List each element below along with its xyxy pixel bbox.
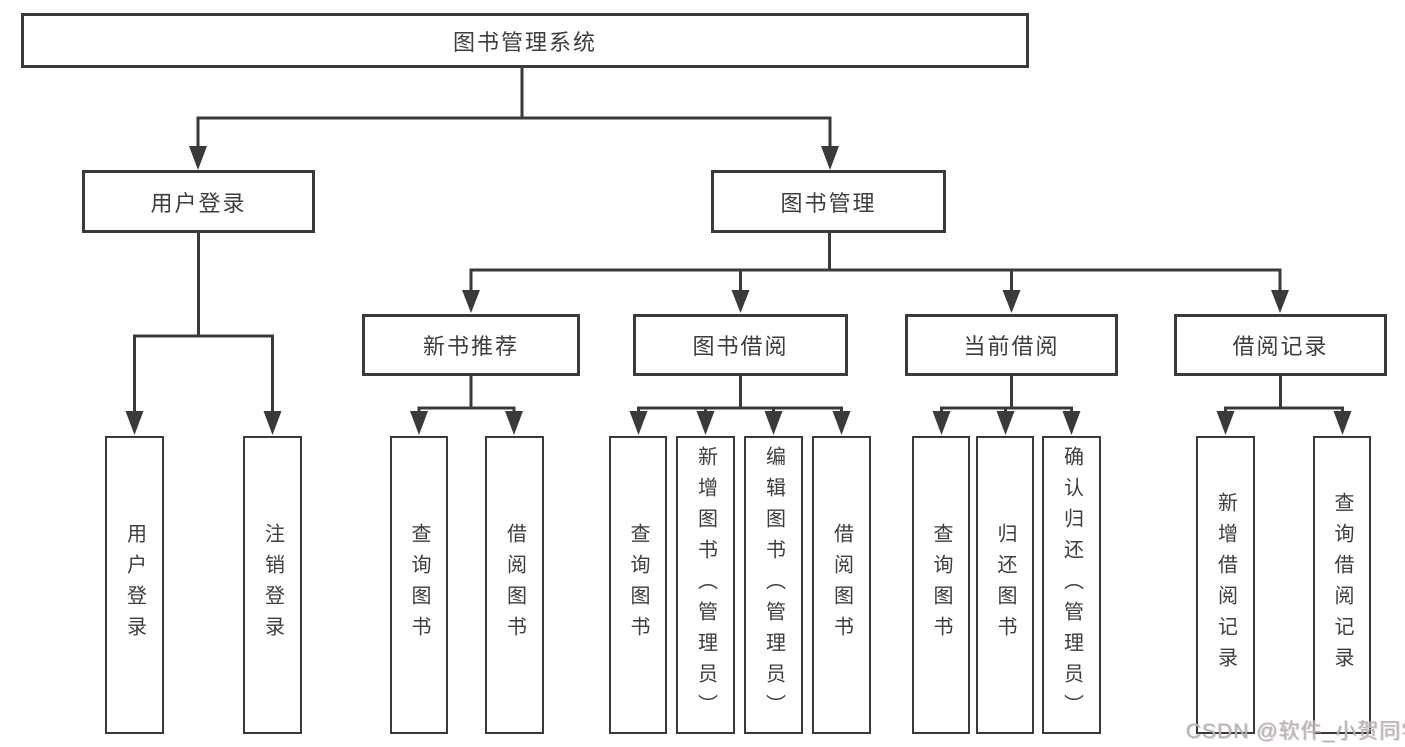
new-book-recommend-connector: [410, 376, 523, 435]
arrowhead: [832, 411, 851, 435]
leaf-query-borrow-record: 查询借阅记录: [1313, 436, 1371, 734]
leaf-label: 新增借阅记录: [1214, 492, 1237, 678]
node-book-borrow: 图书借阅: [633, 314, 848, 376]
leaf-label: 确认归还（管理员）: [1060, 445, 1083, 725]
node-book-management-label: 图书管理: [780, 190, 877, 216]
node-user-login-label: 用户登录: [150, 190, 247, 216]
arrowhead: [505, 411, 523, 435]
leaf-label: 用户登录: [123, 523, 146, 647]
leaf-add-books-admin: 新增图书（管理员）: [676, 436, 735, 734]
node-new-book-recommend: 新书推荐: [362, 314, 580, 376]
arrowhead: [1271, 290, 1289, 313]
book-management-connector: [462, 233, 1289, 313]
leaf-query-books-recommend: 查询图书: [390, 436, 448, 734]
node-book-borrow-label: 图书借阅: [692, 334, 789, 359]
leaf-label: 查询图书: [408, 523, 430, 647]
leaf-return-books: 归还图书: [976, 436, 1034, 734]
arrowhead: [462, 290, 480, 313]
leaf-label: 查询借阅记录: [1331, 492, 1353, 678]
arrowhead: [996, 411, 1015, 435]
leaf-borrow-books: 借阅图书: [812, 436, 871, 734]
leaf-query-books-current: 查询图书: [912, 436, 970, 734]
arrowhead: [189, 146, 207, 170]
node-current-borrow-label: 当前借阅: [963, 334, 1060, 359]
node-book-management: 图书管理: [711, 170, 946, 233]
leaf-label: 借阅图书: [830, 523, 853, 647]
arrowhead: [410, 411, 428, 435]
node-borrow-records-label: 借阅记录: [1232, 334, 1329, 359]
node-root-label: 图书管理系统: [452, 29, 597, 55]
current-borrow-connector: [932, 376, 1081, 435]
leaf-logout-login: 注销登录: [243, 436, 302, 734]
arrowhead: [1062, 411, 1081, 435]
root-connector: [189, 67, 839, 170]
node-current-borrow: 当前借阅: [905, 314, 1118, 376]
arrowhead: [696, 411, 715, 435]
watermark: CSDN @软件_小贺同学: [1186, 720, 1405, 743]
leaf-user-login: 用户登录: [105, 436, 164, 734]
borrow-records-connector: [1216, 376, 1352, 435]
book-borrow-connector: [629, 376, 851, 435]
leaf-label: 编辑图书（管理员）: [762, 445, 785, 725]
leaf-label: 查询图书: [930, 523, 952, 647]
node-root: 图书管理系统: [21, 13, 1029, 68]
arrowhead: [821, 146, 839, 170]
node-new-book-recommend-label: 新书推荐: [422, 334, 519, 359]
leaf-confirm-return-admin: 确认归还（管理员）: [1042, 436, 1101, 734]
leaf-label: 查询图书: [627, 523, 649, 647]
leaf-borrow-books-recommend: 借阅图书: [485, 436, 544, 734]
user-login-connector: [125, 233, 282, 435]
arrowhead: [1216, 411, 1235, 435]
leaf-add-borrow-record: 新增借阅记录: [1196, 436, 1255, 734]
leaf-query-books-borrow: 查询图书: [609, 436, 667, 734]
arrowhead: [764, 411, 783, 435]
leaf-label: 新增图书（管理员）: [694, 445, 717, 725]
arrowhead: [1333, 411, 1352, 435]
arrowhead: [629, 411, 648, 435]
arrowhead: [932, 411, 951, 435]
leaf-edit-books-admin: 编辑图书（管理员）: [744, 436, 803, 734]
arrowhead: [1002, 290, 1021, 313]
arrowhead: [263, 411, 282, 435]
arrowhead: [731, 290, 750, 313]
leaf-label: 注销登录: [261, 523, 284, 647]
leaf-label: 借阅图书: [503, 523, 526, 647]
node-user-login: 用户登录: [82, 170, 315, 233]
arrowhead: [125, 411, 144, 435]
leaf-label: 归还图书: [994, 523, 1016, 647]
node-borrow-records: 借阅记录: [1174, 314, 1387, 376]
